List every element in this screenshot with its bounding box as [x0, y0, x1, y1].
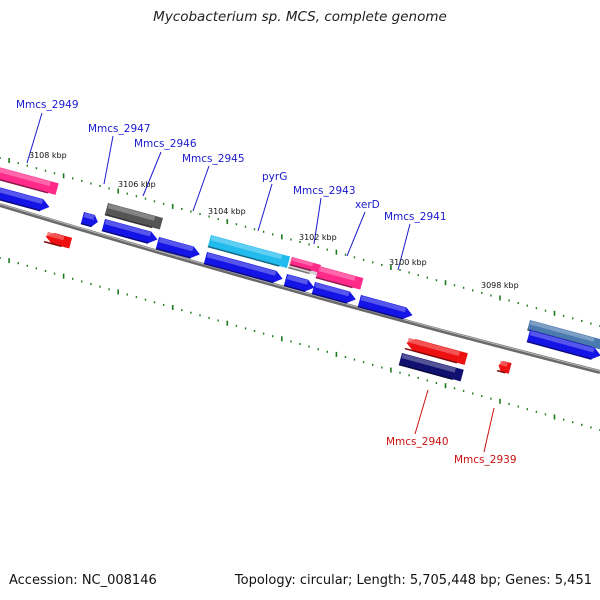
reverse-cds-feature-mmcs-2939[interactable] [496, 360, 512, 374]
gene-label[interactable]: xerD [355, 199, 380, 211]
cds-feature[interactable] [311, 282, 358, 305]
cds-feature[interactable] [526, 330, 600, 361]
leader-line-mmcs-2949 [26, 112, 43, 164]
pseudogene-feature[interactable] [104, 203, 164, 230]
gene-label[interactable]: pyrG [262, 171, 287, 183]
leader-line-mmcs-2945 [192, 165, 210, 212]
gene-label[interactable]: Mmcs_2946 [134, 138, 197, 150]
genome-backbone [0, 203, 600, 374]
rna-feature[interactable] [0, 166, 59, 195]
reverse-cds-feature-mmcs-2940[interactable] [404, 337, 468, 365]
tick-label: 3108 kbp [29, 151, 67, 160]
rna-feature[interactable] [289, 257, 321, 273]
leader-line-mmcs-2946 [142, 151, 162, 197]
leader-line-mmcs-2940 [414, 389, 429, 435]
gene-label[interactable]: Mmcs_2940 [386, 436, 449, 448]
gene-label[interactable]: Mmcs_2941 [384, 211, 447, 223]
cds-feature[interactable] [80, 212, 100, 228]
tick-label: 3104 kbp [208, 207, 246, 216]
cds-feature[interactable] [155, 237, 202, 260]
reverse-cds-feature[interactable] [43, 231, 73, 249]
gene-label[interactable]: Mmcs_2947 [88, 123, 151, 135]
tick-label: 3102 kbp [299, 233, 337, 242]
tick-label: 3098 kbp [481, 281, 519, 290]
topology-label: Topology: circular; Length: 5,705,448 bp… [234, 573, 592, 588]
leader-line-mmcs-2943 [313, 197, 322, 245]
leader-line-mmcs-2939 [483, 407, 495, 453]
accession-label: Accession: NC_008146 [9, 573, 157, 588]
gene-label[interactable]: Mmcs_2943 [293, 185, 356, 197]
tick-label: 3106 kbp [118, 180, 156, 189]
cds-feature[interactable] [0, 186, 51, 213]
gene-label[interactable]: Mmcs_2949 [16, 99, 79, 111]
tick-marks [0, 157, 600, 431]
cds-feature[interactable] [101, 219, 159, 245]
reverse-feature-navy[interactable] [398, 353, 464, 382]
leader-line-mmcs-2941 [397, 223, 411, 271]
cds-feature-pyrg[interactable] [207, 235, 291, 269]
map-title: Mycobacterium sp. MCS, complete genome [153, 9, 447, 25]
cds-feature[interactable] [283, 274, 316, 293]
gene-features [0, 166, 600, 382]
gene-label[interactable]: Mmcs_2939 [454, 454, 517, 466]
rna-feature[interactable] [315, 266, 364, 290]
leader-line-mmcs-2947 [103, 135, 114, 185]
tick-label: 3100 kbp [389, 258, 427, 267]
leader-line-pyrg [257, 183, 273, 232]
leader-line-xerd [346, 211, 366, 257]
gene-label[interactable]: Mmcs_2945 [182, 153, 245, 165]
cds-feature[interactable] [357, 295, 414, 321]
cds-feature[interactable] [203, 252, 284, 285]
